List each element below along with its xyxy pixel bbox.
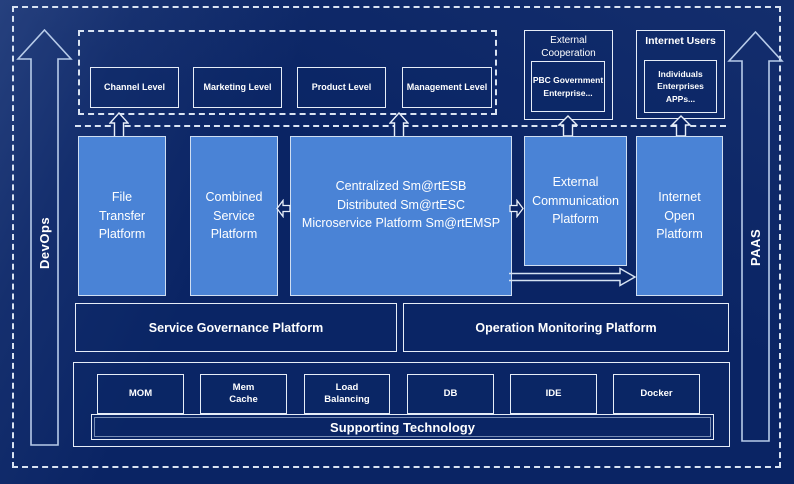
supporting-technology-bar: Supporting Technology bbox=[91, 414, 714, 440]
external-cooperation-members-box: PBC Government Enterprise... bbox=[531, 61, 605, 112]
internet-users-members-box: Individuals Enterprises APPs... bbox=[644, 60, 717, 113]
platform-esb: Centralized Sm@rtESB Distributed Sm@rtES… bbox=[290, 136, 512, 296]
level-label: Management Level bbox=[406, 82, 488, 93]
up-arrow-icon bbox=[558, 115, 578, 137]
tech-label: MOM bbox=[128, 388, 153, 400]
level-box-channel: Channel Level bbox=[90, 67, 179, 108]
tech-box-db: DB bbox=[407, 374, 494, 414]
tech-box-mem-cache: Mem Cache bbox=[200, 374, 287, 414]
service-governance-label: Service Governance Platform bbox=[148, 320, 324, 335]
level-label: Channel Level bbox=[103, 82, 166, 93]
level-label: Product Level bbox=[311, 82, 372, 93]
left-arrow-icon bbox=[276, 199, 291, 218]
platform-label: Centralized Sm@rtESB Distributed Sm@rtES… bbox=[301, 178, 501, 231]
level-box-management: Management Level bbox=[402, 67, 492, 108]
platform-label: File Transfer Platform bbox=[98, 189, 146, 242]
internet-users-members: Individuals Enterprises APPs... bbox=[657, 69, 704, 104]
levels-dashed-container bbox=[78, 30, 497, 115]
flow-arrow-icon bbox=[509, 267, 637, 287]
tech-box-ide: IDE bbox=[510, 374, 597, 414]
platform-combined-service: Combined Service Platform bbox=[190, 136, 278, 296]
platform-external-communication: External Communication Platform bbox=[524, 136, 627, 266]
outer-dashed-border bbox=[12, 6, 781, 468]
right-arrow-icon bbox=[509, 199, 524, 218]
platform-label: Internet Open Platform bbox=[656, 189, 703, 242]
up-arrow-icon bbox=[109, 112, 129, 138]
tech-box-load-balancing: Load Balancing bbox=[304, 374, 390, 414]
platform-file-transfer: File Transfer Platform bbox=[78, 136, 166, 296]
tech-label: Mem Cache bbox=[229, 382, 258, 405]
platform-internet-open: Internet Open Platform bbox=[636, 136, 723, 296]
level-label: Marketing Level bbox=[203, 82, 272, 93]
operation-monitoring-box: Operation Monitoring Platform bbox=[403, 303, 729, 352]
external-cooperation-title: External Cooperation bbox=[541, 35, 596, 59]
tech-label: DB bbox=[443, 388, 458, 400]
up-arrow-icon bbox=[389, 112, 409, 138]
devops-arrow-icon bbox=[16, 29, 73, 446]
internet-users-title: Internet Users bbox=[645, 35, 716, 47]
up-arrow-icon bbox=[671, 115, 691, 137]
supporting-container bbox=[73, 362, 730, 447]
operation-monitoring-label: Operation Monitoring Platform bbox=[475, 320, 657, 335]
external-cooperation-members: PBC Government Enterprise... bbox=[532, 75, 604, 98]
paas-arrow-icon bbox=[727, 31, 784, 442]
devops-label: DevOps bbox=[37, 216, 52, 269]
tech-label: IDE bbox=[545, 388, 562, 400]
level-box-marketing: Marketing Level bbox=[193, 67, 282, 108]
tech-label: Load Balancing bbox=[324, 382, 370, 405]
supporting-technology-label: Supporting Technology bbox=[330, 419, 475, 435]
external-cooperation-box: External Cooperation PBC Government Ente… bbox=[524, 30, 613, 120]
tech-box-docker: Docker bbox=[613, 374, 700, 414]
level-box-product: Product Level bbox=[297, 67, 386, 108]
platform-label: Combined Service Platform bbox=[205, 189, 263, 242]
internet-users-box: Internet Users Individuals Enterprises A… bbox=[636, 30, 725, 119]
tech-label: Docker bbox=[640, 388, 673, 400]
tech-box-mom: MOM bbox=[97, 374, 184, 414]
platform-label: External Communication Platform bbox=[532, 174, 619, 227]
paas-label: PAAS bbox=[748, 228, 763, 267]
service-governance-box: Service Governance Platform bbox=[75, 303, 397, 352]
